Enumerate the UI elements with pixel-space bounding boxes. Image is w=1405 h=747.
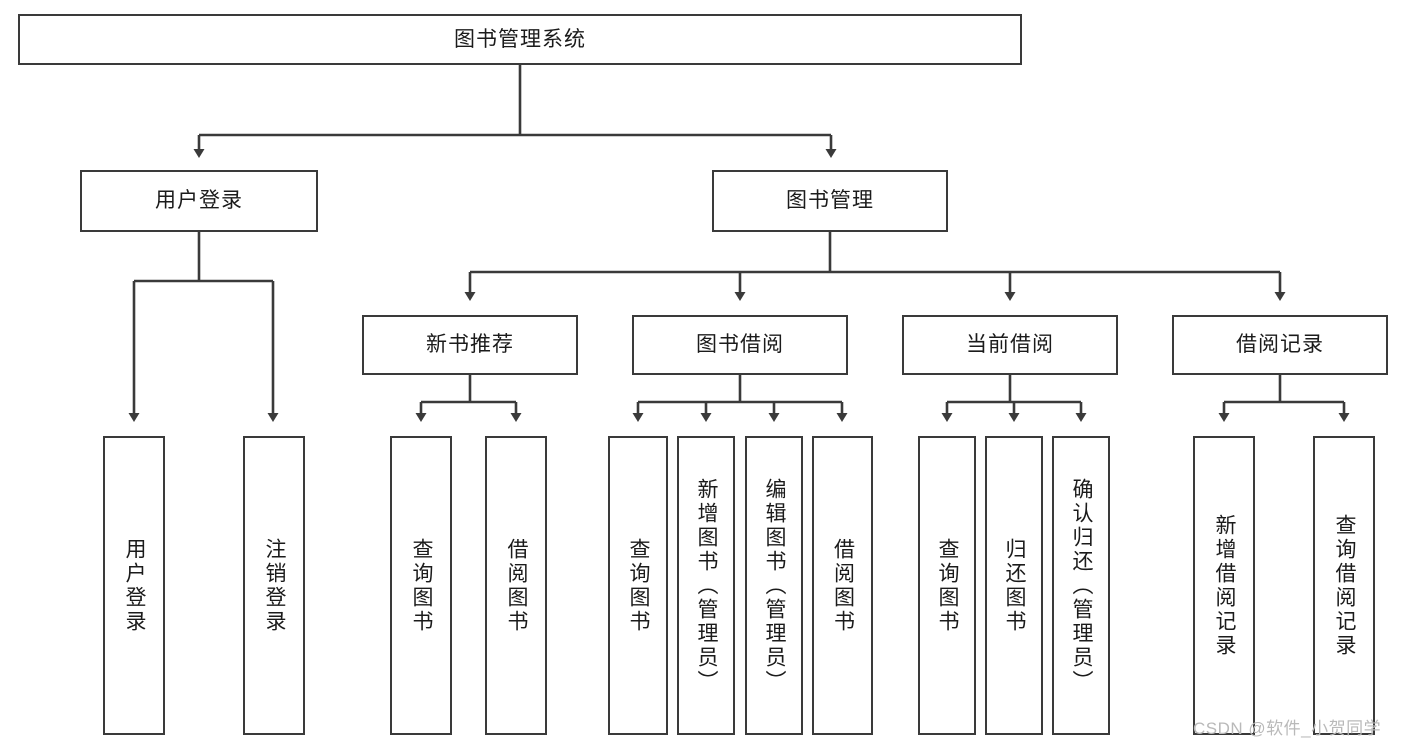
csdn-watermark: CSDN @软件_小贺同学: [1193, 719, 1382, 738]
node-label: 借阅记录: [1236, 333, 1324, 357]
node-user-login[interactable]: 用户登录: [80, 170, 318, 232]
node-label: 新增图书（管理员）: [695, 477, 719, 694]
node-label: 新增借阅记录: [1213, 513, 1237, 658]
node-leaf-user-login[interactable]: 用户登录: [103, 436, 165, 735]
node-label: 查询图书: [627, 537, 651, 634]
node-label: 确认归还（管理员）: [1070, 477, 1094, 694]
node-new-book-recommend[interactable]: 新书推荐: [362, 315, 578, 375]
node-leaf-query-book-current[interactable]: 查询图书: [918, 436, 976, 735]
node-book-borrow[interactable]: 图书借阅: [632, 315, 848, 375]
node-label: 借阅图书: [831, 537, 855, 634]
node-leaf-query-book-recommend[interactable]: 查询图书: [390, 436, 452, 735]
node-borrow-record[interactable]: 借阅记录: [1172, 315, 1388, 375]
node-leaf-return-book[interactable]: 归还图书: [985, 436, 1043, 735]
node-label: 归还图书: [1003, 537, 1027, 634]
node-leaf-edit-book-admin[interactable]: 编辑图书（管理员）: [745, 436, 803, 735]
node-leaf-borrow-book[interactable]: 借阅图书: [812, 436, 873, 735]
node-label: 编辑图书（管理员）: [763, 477, 787, 694]
node-root-system[interactable]: 图书管理系统: [18, 14, 1022, 65]
node-leaf-confirm-return-admin[interactable]: 确认归还（管理员）: [1052, 436, 1110, 735]
node-leaf-logout-login[interactable]: 注销登录: [243, 436, 305, 735]
node-leaf-add-book-admin[interactable]: 新增图书（管理员）: [677, 436, 735, 735]
node-leaf-query-borrow-record[interactable]: 查询借阅记录: [1313, 436, 1375, 735]
node-label: 查询图书: [410, 537, 434, 634]
node-label: 查询图书: [936, 537, 960, 634]
node-book-management[interactable]: 图书管理: [712, 170, 948, 232]
node-label: 查询借阅记录: [1333, 513, 1357, 658]
node-label: 借阅图书: [505, 537, 529, 634]
node-label: 当前借阅: [966, 333, 1054, 357]
node-label: 用户登录: [155, 189, 243, 213]
node-current-borrow[interactable]: 当前借阅: [902, 315, 1118, 375]
node-leaf-query-book-borrow[interactable]: 查询图书: [608, 436, 668, 735]
node-label: 图书管理: [786, 189, 874, 213]
node-label: 用户登录: [123, 537, 147, 634]
node-label: 图书借阅: [696, 333, 784, 357]
node-leaf-borrow-book-recommend[interactable]: 借阅图书: [485, 436, 547, 735]
node-label: 新书推荐: [426, 333, 514, 357]
node-label: 图书管理系统: [454, 27, 586, 51]
node-leaf-add-borrow-record[interactable]: 新增借阅记录: [1193, 436, 1255, 735]
node-label: 注销登录: [263, 537, 287, 634]
